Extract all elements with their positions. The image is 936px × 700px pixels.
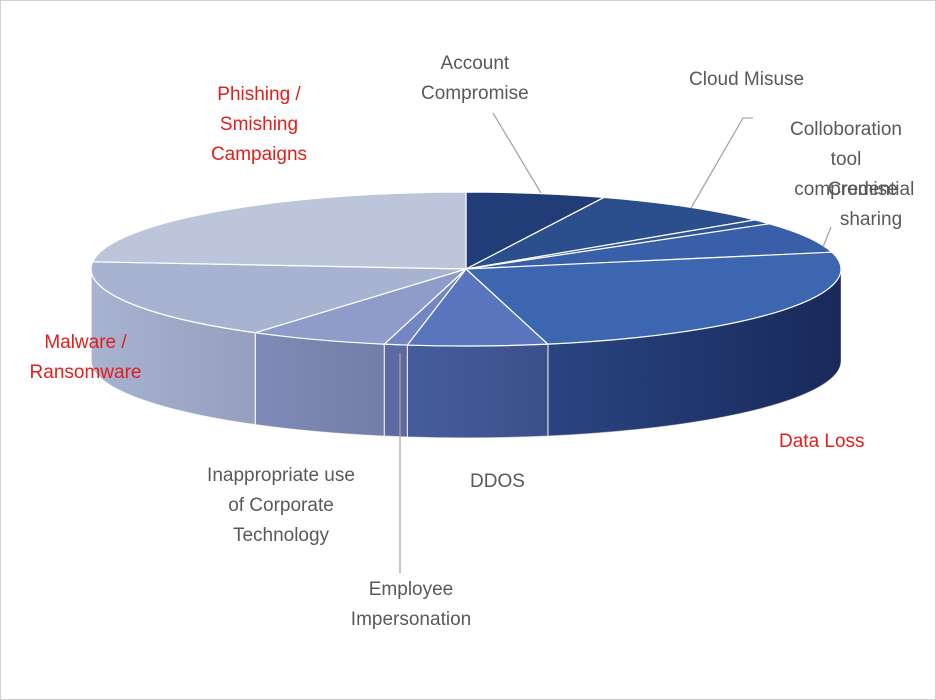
slice-cloud-misuse	[465, 196, 756, 270]
label-credential-sharing: Credential sharing	[827, 179, 915, 230]
label-inappropriate-use: Inappropriate use of Corporate Technolog…	[207, 465, 355, 546]
side-shade-employee-impersonation	[384, 344, 408, 438]
slice-data-loss	[464, 251, 842, 345]
slice-phishing-smishing-campaigns	[91, 191, 467, 270]
slice-account-compromise	[465, 191, 607, 270]
leader-cloud-misuse	[690, 117, 753, 209]
label-cloud-misuse: Cloud Misuse	[689, 69, 805, 90]
leader-account-compromise	[492, 112, 542, 194]
label-data-loss: Data Loss	[779, 431, 865, 452]
label-ddos: DDOS	[470, 471, 525, 492]
label-employee-impersonation: Employee Impersonation	[350, 579, 472, 630]
label-account-compromise: Account Compromise	[421, 53, 529, 104]
slice-credential-sharing	[465, 223, 834, 270]
slice-ddos	[406, 268, 550, 347]
label-phishing-smishing: Phishing / Smishing Campaigns	[210, 84, 308, 165]
slice-inappropriate-use-of-corporate-technology	[255, 268, 467, 345]
side-shade-malware-ransomware	[91, 269, 256, 425]
side-shade-data-loss	[547, 269, 841, 437]
leader-credential-sharing	[822, 226, 832, 248]
side-shade-inappropriate-use-of-corporate-technology	[255, 332, 385, 437]
slice-malware-ransomware	[90, 261, 467, 334]
label-colloboration-tool: Colloboration tool compromise	[790, 119, 902, 200]
label-malware-ransomware: Malware / Ransomware	[29, 332, 142, 383]
side-shade-ddos	[407, 344, 548, 439]
